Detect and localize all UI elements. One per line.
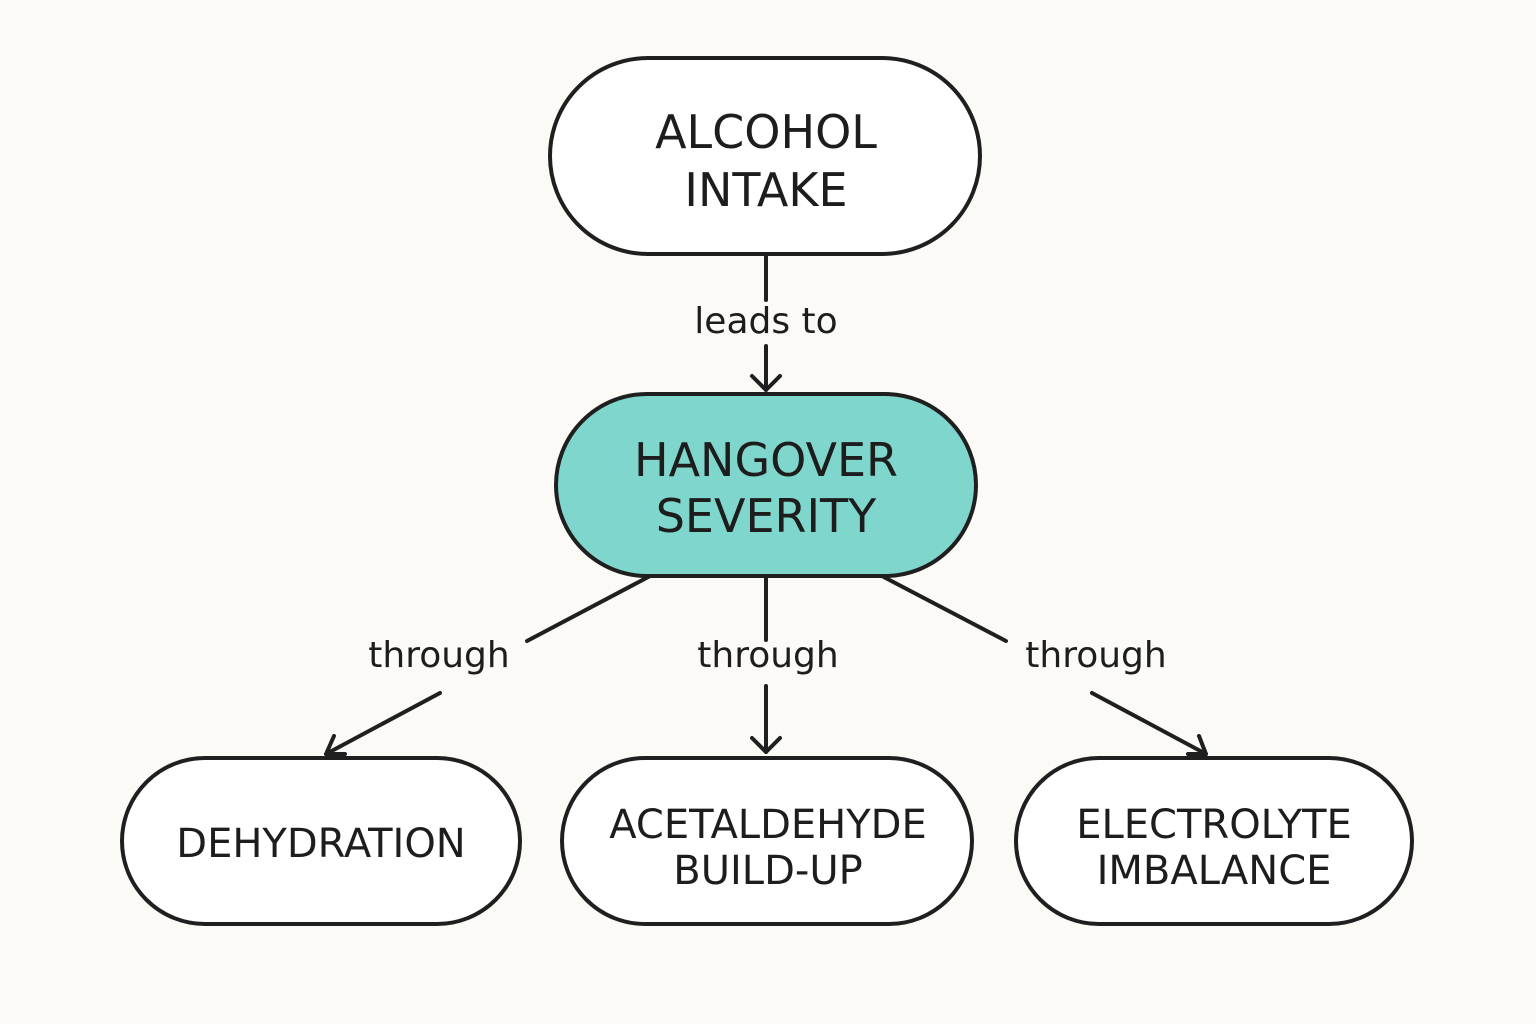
edge-label-through-dehydration: through — [368, 635, 509, 676]
edge-severity-to-electrolyte-upper — [878, 573, 1008, 643]
edge-severity-to-dehydration-lower — [324, 691, 442, 756]
node-hangover-severity-line2: SEVERITY — [656, 489, 877, 543]
node-alcohol-intake: ALCOHOL INTAKE — [548, 56, 982, 256]
node-acetaldehyde-line1: ACETALDEHYDE — [609, 802, 927, 848]
edge-label-leads-to: leads to — [694, 301, 837, 342]
node-alcohol-intake-box — [548, 56, 982, 256]
node-acetaldehyde-box — [560, 756, 974, 926]
arrowhead-intake-to-severity — [750, 374, 782, 392]
node-acetaldehyde-line2: BUILD-UP — [673, 848, 862, 894]
node-dehydration-line1: DEHYDRATION — [176, 821, 465, 867]
arrowhead-severity-to-electrolyte — [1186, 734, 1208, 756]
node-electrolyte-imbalance: ELECTROLYTE IMBALANCE — [1014, 756, 1414, 926]
edge-label-through-acetaldehyde: through — [697, 635, 838, 676]
node-dehydration-box — [120, 756, 522, 926]
node-hangover-severity: HANGOVER SEVERITY — [554, 392, 978, 578]
edge-label-through-electrolyte: through — [1025, 635, 1166, 676]
node-alcohol-intake-line1: ALCOHOL — [655, 105, 877, 159]
node-electrolyte-box — [1014, 756, 1414, 926]
edge-severity-to-dehydration-upper — [525, 573, 654, 643]
edge-severity-to-electrolyte-lower — [1090, 691, 1208, 756]
arrowhead-severity-to-dehydration — [324, 734, 347, 756]
node-electrolyte-line1: ELECTROLYTE — [1076, 802, 1352, 848]
arrowhead-severity-to-acetaldehyde — [750, 736, 782, 754]
node-electrolyte-line2: IMBALANCE — [1097, 848, 1332, 894]
node-hangover-severity-line1: HANGOVER — [634, 433, 898, 487]
node-acetaldehyde-build-up: ACETALDEHYDE BUILD-UP — [560, 756, 974, 926]
node-dehydration: DEHYDRATION — [120, 756, 522, 926]
node-alcohol-intake-line2: INTAKE — [684, 163, 847, 217]
edges — [324, 254, 1208, 756]
node-hangover-severity-box — [554, 392, 978, 578]
edge-labels: leads to through through through — [368, 301, 1166, 676]
